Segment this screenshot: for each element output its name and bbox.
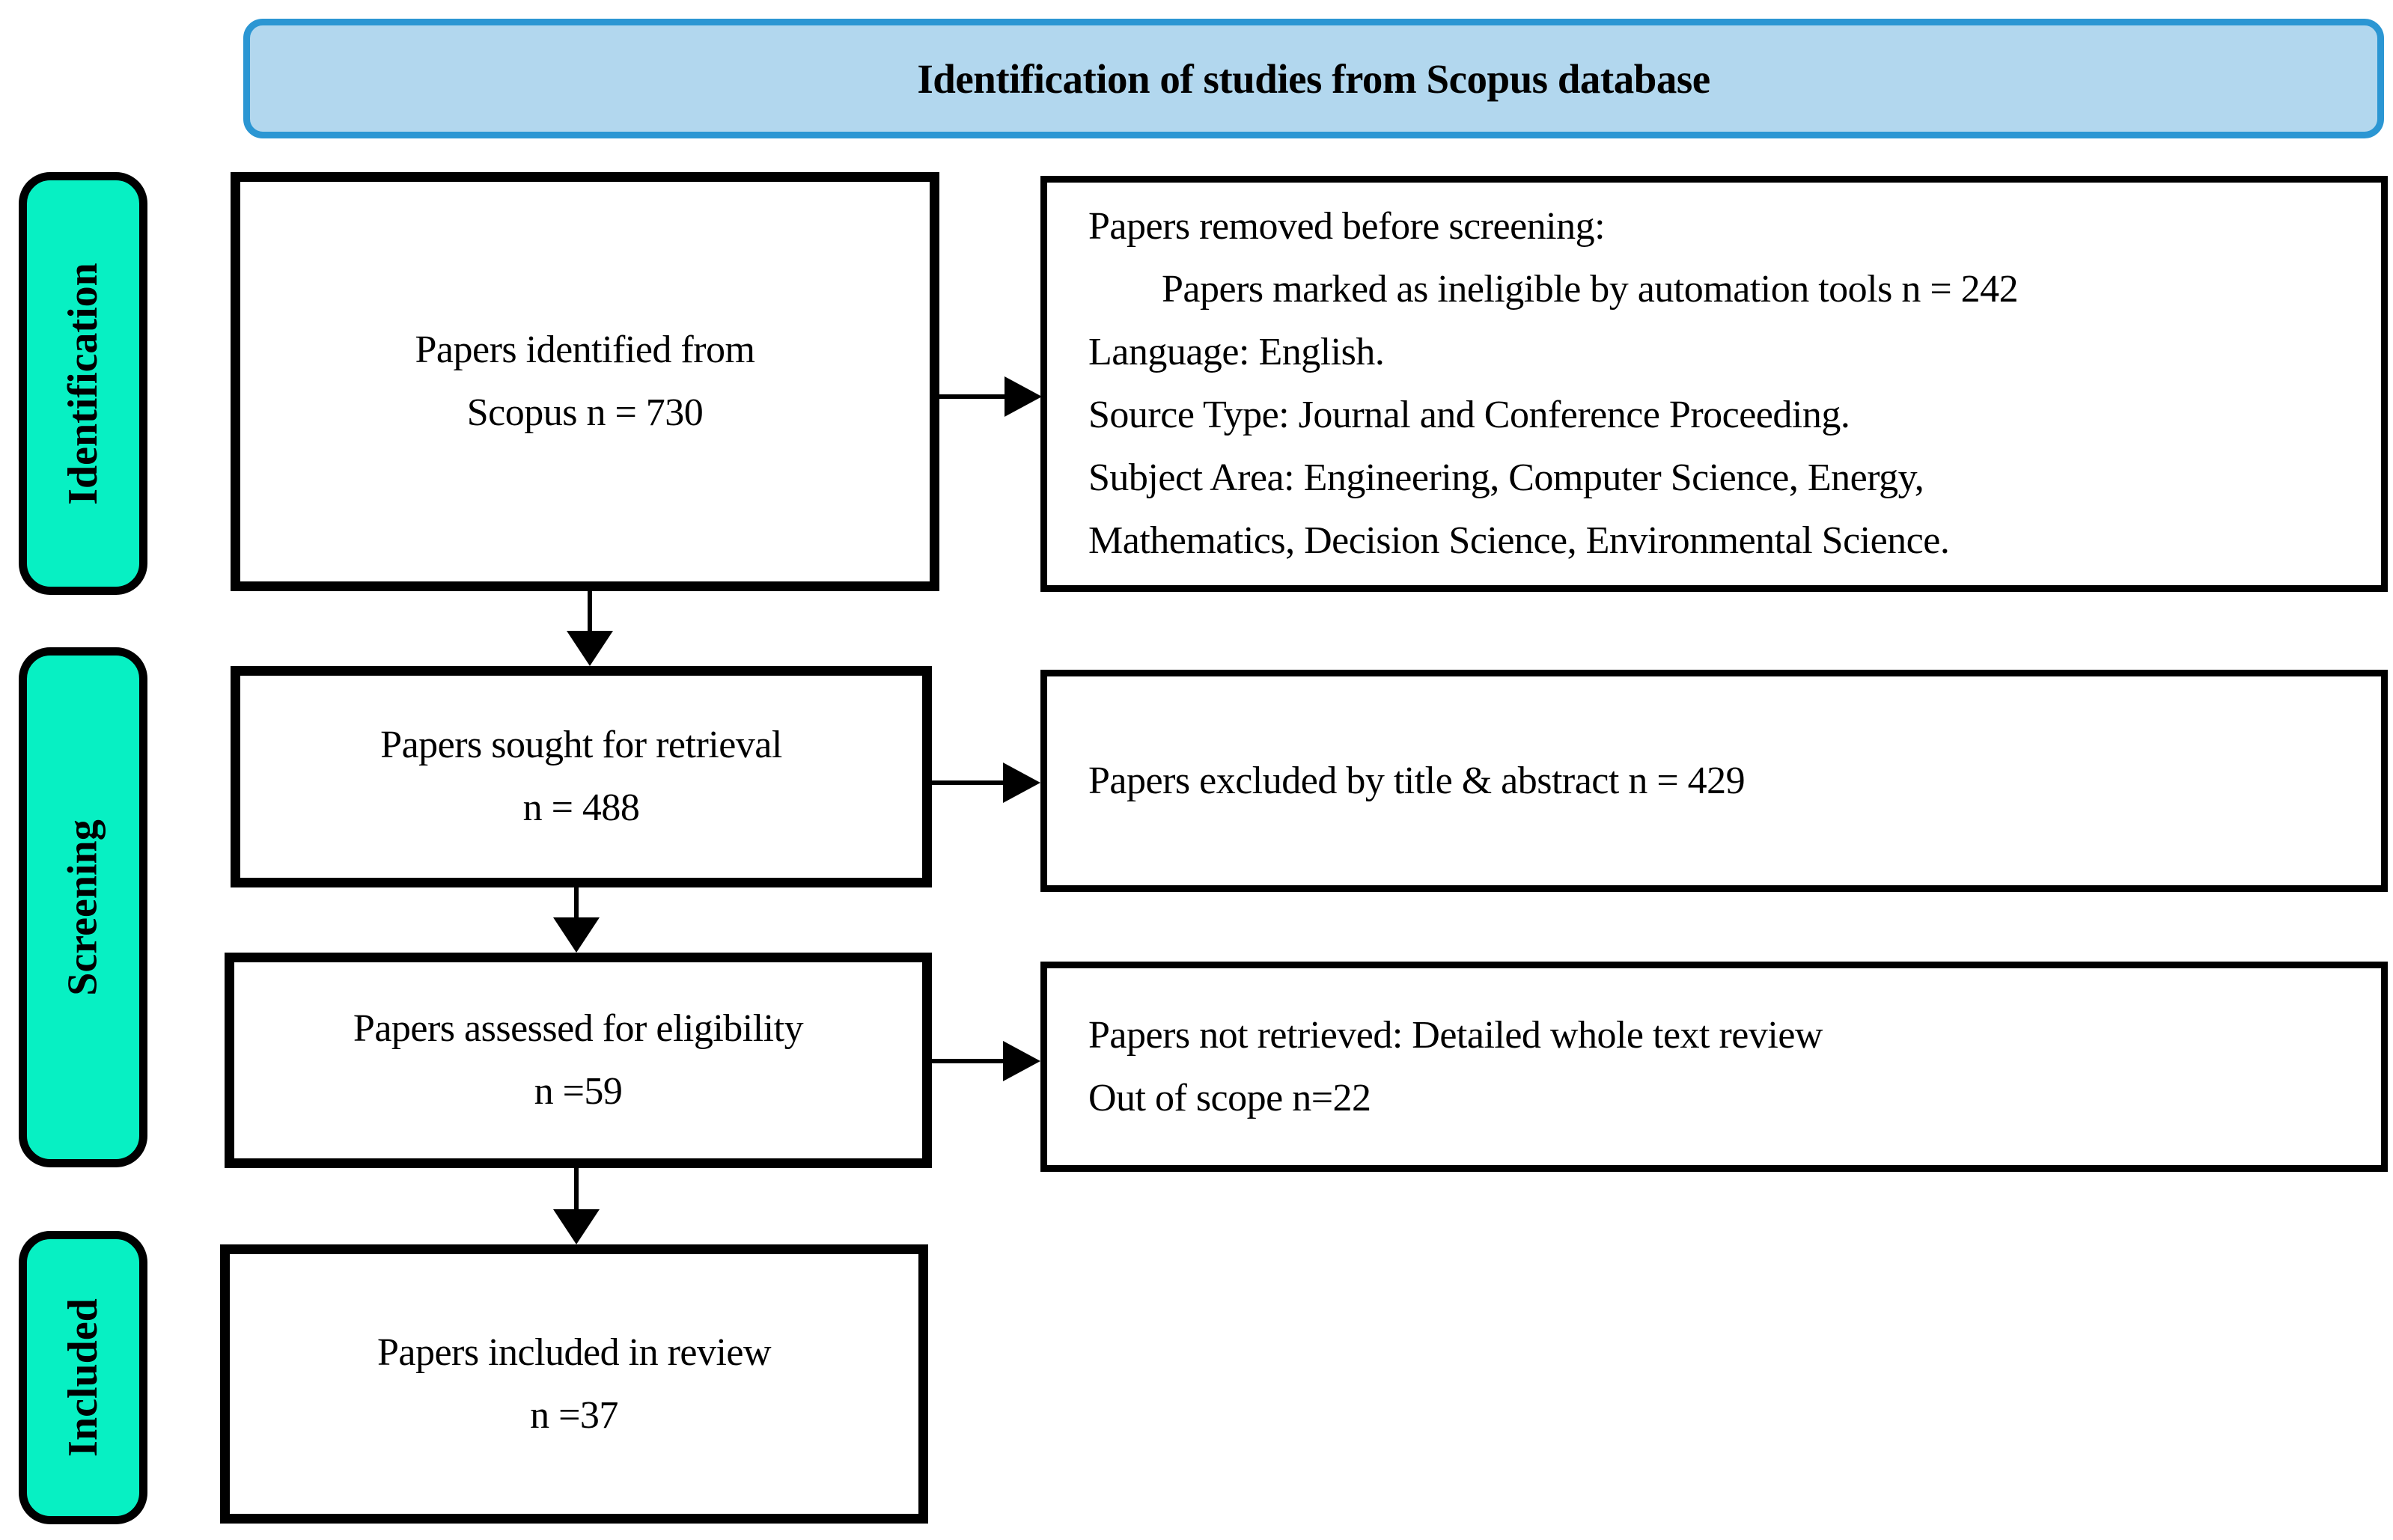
arrow-right-3-head xyxy=(1003,1041,1040,1081)
side-box-not-retrieved-line1: Papers not retrieved: Detailed whole tex… xyxy=(1088,1013,1823,1057)
arrow-down-3-line xyxy=(574,1166,579,1211)
side-box-removed-line4: Source Type: Journal and Conference Proc… xyxy=(1088,394,1850,436)
flow-box-sought: Papers sought for retrieval n = 488 xyxy=(231,666,932,887)
side-box-removed-before-screening: Papers removed before screening: Papers … xyxy=(1040,176,2388,592)
arrow-right-1-line xyxy=(937,394,1012,399)
arrow-down-2-head xyxy=(553,917,600,953)
side-box-removed-line1: Papers removed before screening: xyxy=(1088,205,1606,248)
flow-box-included: Papers included in review n =37 xyxy=(220,1244,928,1524)
side-box-removed-line5: Subject Area: Engineering, Computer Scie… xyxy=(1088,456,1924,499)
flow-box-assessed-line2: n =59 xyxy=(534,1070,623,1113)
stage-label-screening-text: Screening xyxy=(60,819,106,996)
flow-box-identified: Papers identified from Scopus n = 730 xyxy=(231,172,939,591)
side-box-removed-line2: Papers marked as ineligible by automatio… xyxy=(1162,268,2019,311)
stage-label-included-text: Included xyxy=(60,1298,107,1457)
arrow-right-1-head xyxy=(1005,376,1042,417)
stage-label-identification-text: Identification xyxy=(60,262,106,505)
side-box-removed-line6: Mathematics, Decision Science, Environme… xyxy=(1088,519,1950,562)
side-box-removed-line3: Language: English. xyxy=(1088,331,1385,373)
arrow-down-2-line xyxy=(574,886,579,922)
stage-label-screening: Screening xyxy=(19,647,147,1167)
arrow-down-1-line xyxy=(588,590,592,635)
arrow-down-1-head xyxy=(567,631,613,666)
arrow-down-3-head xyxy=(553,1209,600,1244)
flow-box-included-line1: Papers included in review xyxy=(377,1330,772,1374)
side-box-excluded-line1: Papers excluded by title & abstract n = … xyxy=(1088,759,1746,802)
title-banner: Identification of studies from Scopus da… xyxy=(243,19,2384,138)
flow-box-assessed-line1: Papers assessed for eligibility xyxy=(353,1007,804,1050)
arrow-right-2-line xyxy=(930,780,1009,785)
flow-box-sought-line2: n = 488 xyxy=(522,786,640,829)
flow-box-identified-line2: Scopus n = 730 xyxy=(466,391,704,434)
title-text: Identification of studies from Scopus da… xyxy=(917,55,1710,102)
flow-box-assessed: Papers assessed for eligibility n =59 xyxy=(225,953,932,1168)
flow-box-included-line2: n =37 xyxy=(530,1393,618,1437)
stage-label-identification: Identification xyxy=(19,172,147,595)
side-box-not-retrieved-line2: Out of scope n=22 xyxy=(1088,1076,1371,1119)
flow-box-identified-line1: Papers identified from xyxy=(415,329,755,371)
arrow-right-3-line xyxy=(930,1059,1009,1063)
flow-box-sought-line1: Papers sought for retrieval xyxy=(380,724,782,766)
arrow-right-2-head xyxy=(1003,763,1040,803)
side-box-not-retrieved: Papers not retrieved: Detailed whole tex… xyxy=(1040,962,2388,1172)
stage-label-included: Included xyxy=(19,1231,147,1524)
side-box-excluded-title-abstract: Papers excluded by title & abstract n = … xyxy=(1040,670,2388,892)
